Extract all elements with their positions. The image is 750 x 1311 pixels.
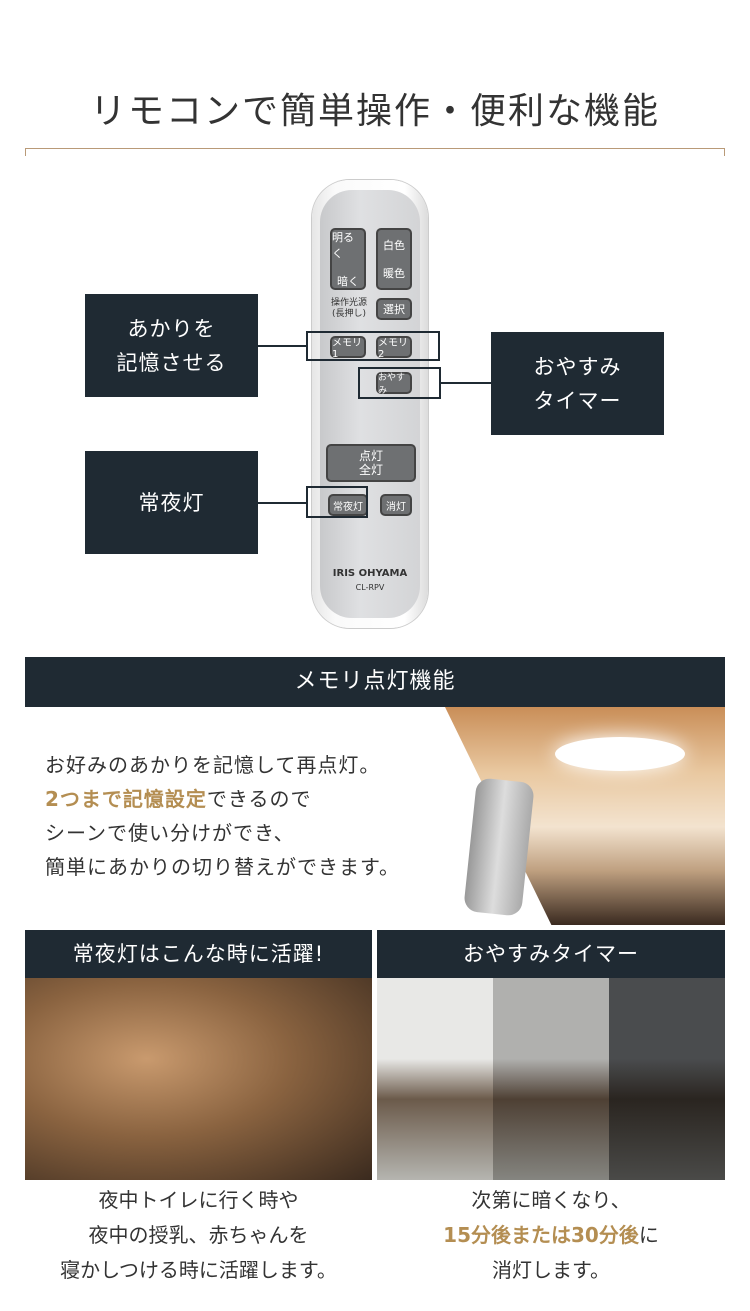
remote-control-image: 明るく暗く 白色暖色 操作光源(長押し) 選択 メモリ1 メモリ2 おやすみ 点… (312, 180, 428, 628)
source-label: 操作光源(長押し) (330, 298, 367, 319)
callout-nightlight: 常夜灯 (85, 451, 258, 554)
nightlight-button: 常夜灯 (328, 494, 368, 516)
sleep-highlight (358, 367, 441, 399)
timer-panel-title: おやすみタイマー (377, 930, 725, 978)
page-title: リモコンで簡単操作・便利な機能 (89, 91, 660, 132)
model-number: CL-RPV (355, 583, 385, 592)
off-button: 消灯 (380, 494, 412, 516)
nightlight-highlight (306, 486, 368, 518)
title-divider (25, 148, 725, 156)
bedroom-photo-dim (493, 978, 609, 1180)
bedroom-photo-dark (609, 978, 725, 1180)
brand-logo: IRIS OHYAMA (332, 568, 408, 579)
memory2-button: メモリ2 (376, 336, 412, 360)
brightness-button: 明るく暗く (330, 228, 366, 290)
callout-sleep-timer: おやすみタイマー (491, 332, 664, 435)
memory-section-title: メモリ点灯機能 (25, 657, 725, 707)
nightlight-caption: 夜中トイレに行く時や 夜中の授乳、赤ちゃんを 寝かしつける時に活躍します。 (60, 1188, 337, 1282)
remote-small-image (463, 777, 535, 917)
color-button: 白色暖色 (376, 228, 412, 290)
ceiling-light-icon (555, 737, 685, 771)
memory-description: お好みのあかりを記憶して再点灯。 2つまで記憶設定できるので シーンで使い分けが… (45, 753, 400, 879)
memory-highlight (306, 331, 440, 361)
select-button: 選択 (376, 298, 412, 320)
callout-memory: あかりを記憶させる (85, 294, 258, 397)
baby-photo (25, 978, 372, 1180)
nightlight-panel-title: 常夜灯はこんな時に活躍! (25, 930, 372, 978)
bedroom-photo-bright (377, 978, 493, 1180)
sleep-button: おやすみ (376, 372, 412, 396)
memory1-button: メモリ1 (330, 336, 366, 360)
timer-caption: 次第に暗くなり、 15分後または30分後に 消灯します。 (443, 1188, 659, 1282)
on-button: 点灯全灯 (326, 444, 416, 482)
